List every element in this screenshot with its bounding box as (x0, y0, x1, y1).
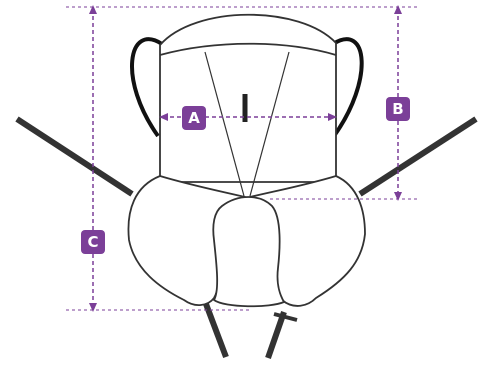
right-leg-strap-clip (273, 312, 298, 322)
sling-back-panel (159, 13, 337, 183)
right-stitch (249, 51, 290, 197)
center-crotch-panel (212, 196, 285, 308)
badge-b-box (386, 97, 410, 121)
sling-body (127, 13, 366, 308)
badge-c-label: C (87, 233, 98, 251)
dimension-badge-a: A (182, 106, 206, 130)
badge-c-box (81, 230, 105, 254)
head-handles (130, 37, 364, 138)
left-side-strap (15, 116, 134, 197)
dimension-badge-c: C (81, 230, 105, 254)
leg-straps (203, 302, 298, 359)
badge-a-label: A (188, 109, 200, 127)
side-straps (15, 116, 478, 197)
right-leg-strap (265, 311, 287, 359)
left-stitch (204, 51, 245, 197)
right-handle-icon (331, 37, 364, 138)
badge-b-label: B (392, 100, 403, 118)
left-handle-icon (130, 37, 164, 138)
dimension-badge-b: B (386, 97, 410, 121)
badge-a-box (182, 106, 206, 130)
left-leg-strap (203, 302, 229, 359)
head-seam (159, 42, 337, 56)
right-side-strap (358, 116, 478, 197)
